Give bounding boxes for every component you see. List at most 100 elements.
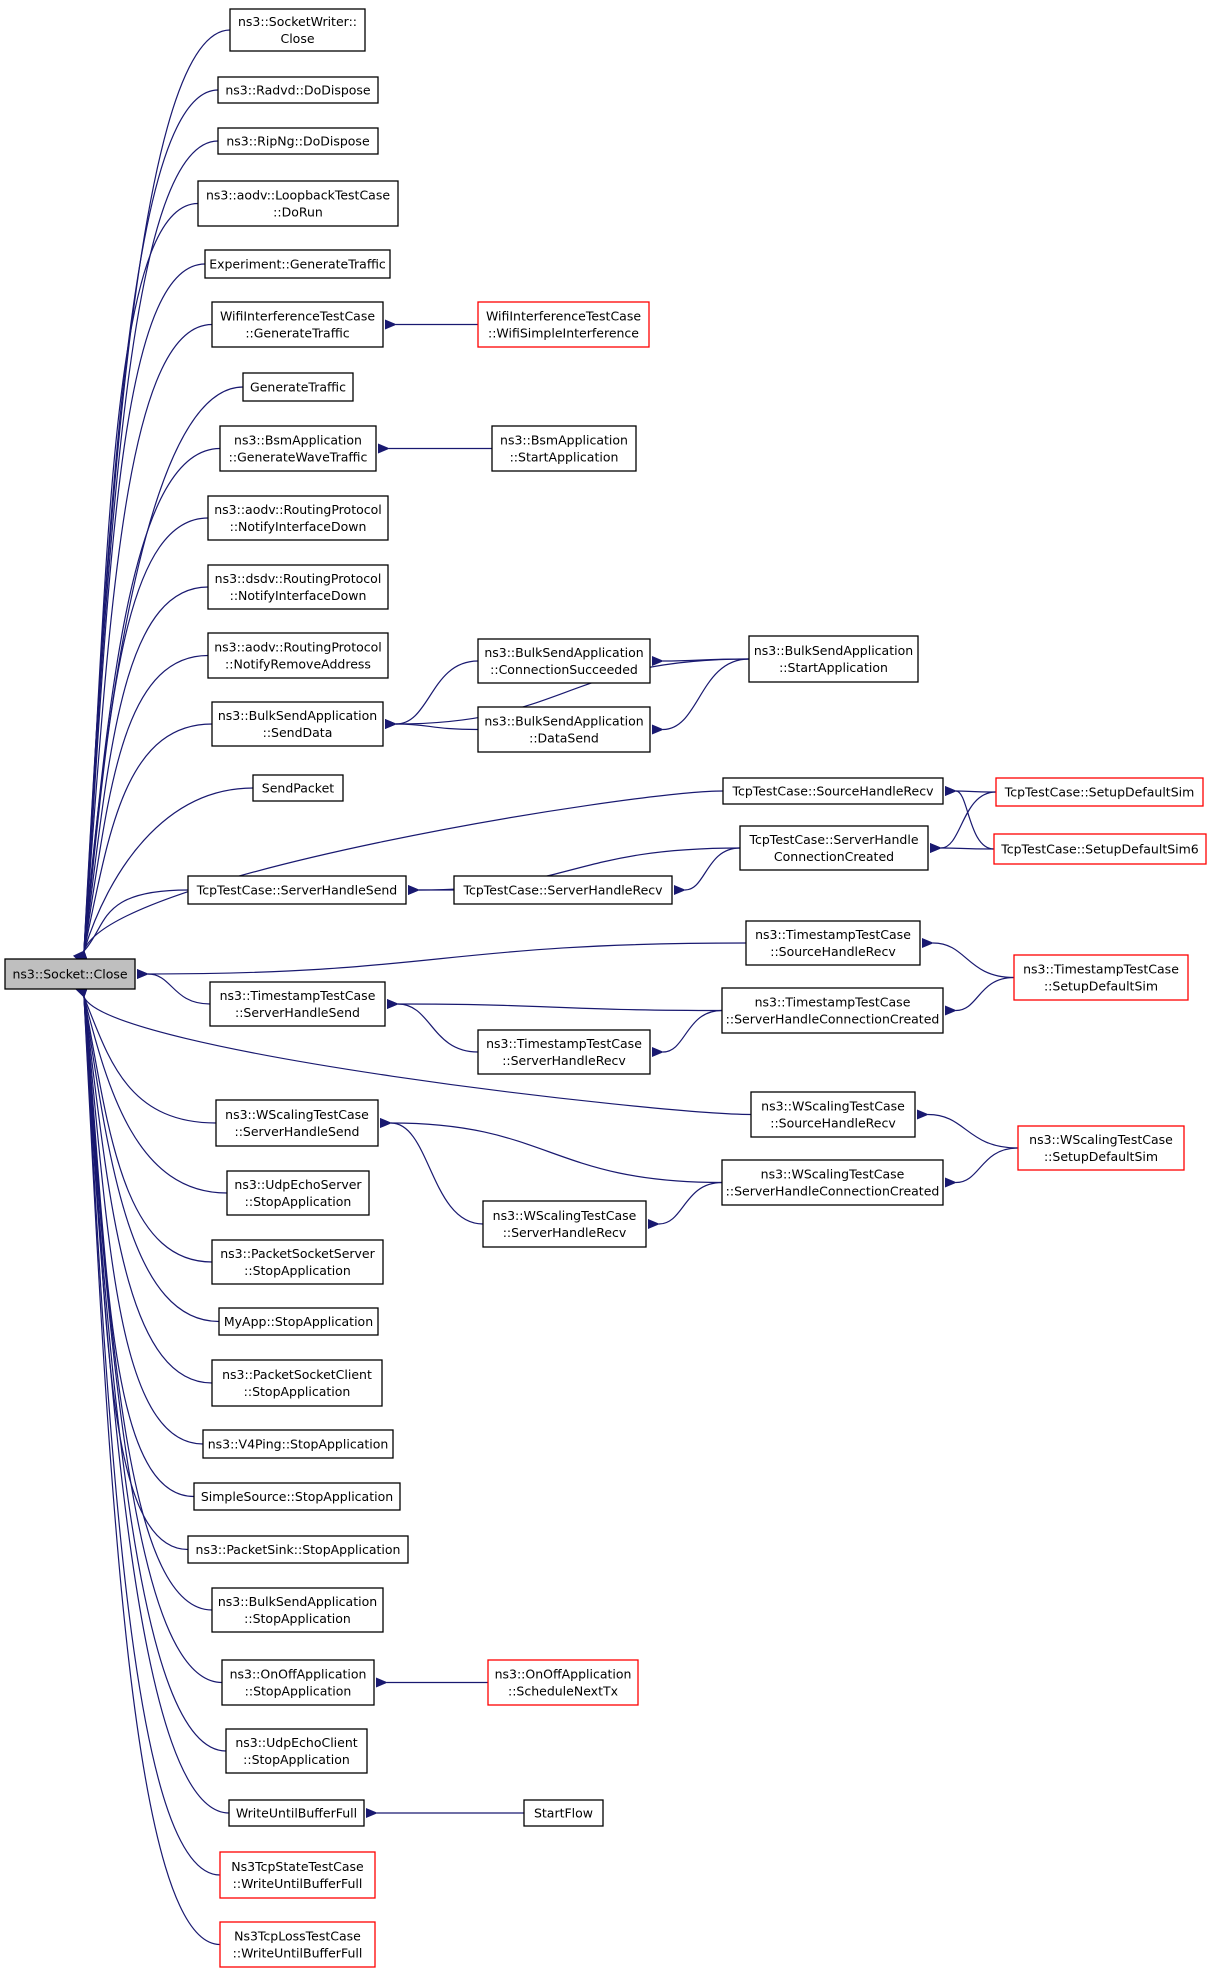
node-label: ns3::PacketSink::StopApplication — [196, 1542, 401, 1557]
edge-ts_srv_conn-to-ts_setup — [944, 976, 1015, 1016]
node-label: ns3::OnOffApplication — [495, 1667, 632, 1682]
node-onoff_stop[interactable]: ns3::OnOffApplication::StopApplication — [221, 1659, 375, 1706]
node-tcp_setup[interactable]: TcpTestCase::SetupDefaultSim — [995, 777, 1204, 807]
node-label: ::SetupDefaultSim — [1044, 1149, 1158, 1164]
node-label: ::DoRun — [273, 205, 323, 220]
node-dsdv_nid[interactable]: ns3::dsdv::RoutingProtocol::NotifyInterf… — [207, 564, 389, 610]
node-label: ::SourceHandleRecv — [770, 944, 896, 959]
node-wifi_simple[interactable]: WifiInterferenceTestCase::WifiSimpleInte… — [477, 301, 650, 348]
node-ws_setup[interactable]: ns3::WScalingTestCase::SetupDefaultSim — [1017, 1125, 1185, 1171]
node-ts_srv_send[interactable]: ns3::TimestampTestCase::ServerHandleSend — [209, 981, 386, 1027]
node-tcpstate_wubf[interactable]: Ns3TcpStateTestCase::WriteUntilBufferFul… — [219, 1851, 376, 1899]
node-ws_srv_recv[interactable]: ns3::WScalingTestCase::ServerHandleRecv — [482, 1200, 647, 1248]
node-gen_traffic[interactable]: GenerateTraffic — [242, 372, 354, 402]
node-ts_srv_recv[interactable]: ns3::TimestampTestCase::ServerHandleRecv — [477, 1029, 651, 1075]
node-label: ns3::WScalingTestCase — [1029, 1132, 1173, 1147]
edge-close-to-bulk_stop — [78, 985, 213, 1611]
node-bulk_start[interactable]: ns3::BulkSendApplication::StartApplicati… — [748, 635, 919, 683]
node-tcp_setup6[interactable]: TcpTestCase::SetupDefaultSim6 — [993, 833, 1207, 865]
edge-close-to-wifi_gen — [78, 323, 213, 963]
edge-close-to-ripng_dispose — [78, 140, 219, 963]
node-label: ::StopApplication — [244, 1384, 351, 1399]
node-tcp_srv_recv[interactable]: TcpTestCase::ServerHandleRecv — [453, 875, 673, 905]
node-aodv_nra[interactable]: ns3::aodv::RoutingProtocol::NotifyRemove… — [207, 632, 389, 679]
node-label: ::WifiSimpleInterference — [488, 326, 639, 341]
node-label: ns3::TimestampTestCase — [220, 988, 376, 1003]
node-ts_src_recv[interactable]: ns3::TimestampTestCase::SourceHandleRecv — [745, 920, 921, 966]
edge-close-to-psc_stop — [77, 985, 213, 1384]
node-label: ::ServerHandleConnectionCreated — [726, 1012, 940, 1027]
node-box — [211, 301, 384, 348]
node-bulk_datasend[interactable]: ns3::BulkSendApplication::DataSend — [477, 706, 651, 753]
node-bulk_connsucc[interactable]: ns3::BulkSendApplication::ConnectionSucc… — [477, 638, 651, 684]
node-label: ns3::WScalingTestCase — [761, 1099, 905, 1114]
node-label: ns3::WScalingTestCase — [493, 1208, 637, 1223]
node-layer: ns3::Socket::Close ns3::SocketWriter::Clo… — [4, 8, 1207, 1968]
edge-ws_srv_recv-to-ws_srv_conn — [647, 1181, 723, 1230]
node-ws_srv_conn[interactable]: ns3::WScalingTestCase::ServerHandleConne… — [721, 1159, 944, 1206]
node-onoff_sched[interactable]: ns3::OnOffApplication::ScheduleNextTx — [487, 1659, 639, 1706]
edge-close-to-ws_src_recv — [74, 984, 752, 1116]
node-label: Experiment::GenerateTraffic — [209, 257, 386, 272]
node-tcp_srv_send[interactable]: TcpTestCase::ServerHandleSend — [187, 875, 407, 905]
node-bsm_start[interactable]: ns3::BsmApplication::StartApplication — [491, 425, 637, 472]
edge-close-to-wubf — [78, 985, 230, 1814]
node-simplesrc_stop[interactable]: SimpleSource::StopApplication — [193, 1482, 401, 1511]
node-aodv_nid[interactable]: ns3::aodv::RoutingProtocol::NotifyInterf… — [207, 495, 389, 541]
edge-tcp_src_recv-to-tcp_setup — [944, 785, 997, 796]
node-label: ::ConnectionSucceeded — [490, 662, 638, 677]
node-bsm_gen[interactable]: ns3::BsmApplication::GenerateWaveTraffic — [219, 425, 377, 472]
edge-close-to-onoff_stop — [78, 985, 223, 1684]
node-label: ns3::aodv::RoutingProtocol — [214, 502, 382, 517]
node-box — [219, 1851, 376, 1899]
node-close[interactable]: ns3::Socket::Close — [4, 958, 136, 990]
node-tcp_srv_conn[interactable]: TcpTestCase::ServerHandleConnectionCreat… — [739, 825, 929, 871]
node-label: ns3::TimestampTestCase — [755, 995, 911, 1010]
node-udpecho_srv_stop[interactable]: ns3::UdpEchoServer::StopApplication — [226, 1170, 370, 1216]
node-ws_srv_send[interactable]: ns3::WScalingTestCase::ServerHandleSend — [215, 1099, 379, 1147]
node-label: WriteUntilBufferFull — [236, 1806, 357, 1821]
node-bulk_senddata[interactable]: ns3::BulkSendApplication::SendData — [211, 701, 384, 747]
node-myapp_stop[interactable]: MyApp::StopApplication — [218, 1307, 379, 1336]
edge-close-to-aodv_nra — [77, 654, 209, 963]
node-ts_srv_conn[interactable]: ns3::TimestampTestCase::ServerHandleConn… — [721, 987, 944, 1034]
edge-tcp_srv_recv-to-tcp_srv_conn — [673, 847, 741, 896]
node-label: ::ScheduleNextTx — [508, 1684, 618, 1699]
node-pss_stop[interactable]: ns3::PacketSocketServer::StopApplication — [211, 1239, 384, 1285]
node-sw_close[interactable]: ns3::SocketWriter::Close — [229, 8, 366, 52]
node-udpecho_cli_stop[interactable]: ns3::UdpEchoClient::StopApplication — [225, 1728, 368, 1774]
edge-close-to-simplesrc_stop — [77, 985, 195, 1498]
node-box — [477, 638, 651, 684]
node-bulk_stop[interactable]: ns3::BulkSendApplication::StopApplicatio… — [211, 1587, 384, 1633]
node-tcp_src_recv[interactable]: TcpTestCase::SourceHandleRecv — [722, 777, 944, 805]
node-label: ns3::WScalingTestCase — [225, 1107, 369, 1122]
node-ws_src_recv[interactable]: ns3::WScalingTestCase::SourceHandleRecv — [750, 1091, 916, 1138]
node-start_flow[interactable]: StartFlow — [523, 1799, 604, 1827]
node-ripng_dispose[interactable]: ns3::RipNg::DoDispose — [217, 127, 379, 155]
node-pktsink_stop[interactable]: ns3::PacketSink::StopApplication — [187, 1535, 409, 1564]
node-label: ns3::OnOffApplication — [230, 1667, 367, 1682]
node-exp_gen[interactable]: Experiment::GenerateTraffic — [204, 249, 391, 279]
node-label: ns3::SocketWriter:: — [238, 14, 357, 29]
node-tcploss_wubf[interactable]: Ns3TcpLossTestCase::WriteUntilBufferFull — [219, 1921, 376, 1968]
node-radvd_dispose[interactable]: ns3::Radvd::DoDispose — [217, 76, 379, 104]
node-box — [453, 875, 673, 905]
node-label: MyApp::StopApplication — [224, 1314, 373, 1329]
node-label: ns3::aodv::RoutingProtocol — [214, 640, 382, 655]
edge-close-to-aodv_loopback — [78, 202, 199, 963]
node-send_packet[interactable]: SendPacket — [252, 774, 344, 802]
node-wifi_gen[interactable]: WifiInterferenceTestCase::GenerateTraffi… — [211, 301, 384, 348]
node-box — [477, 301, 650, 348]
edge-tcp_srv_conn-to-tcp_setup6 — [929, 842, 995, 853]
node-box — [993, 833, 1207, 865]
node-v4ping_stop[interactable]: ns3::V4Ping::StopApplication — [202, 1429, 394, 1459]
node-label: TcpTestCase::SourceHandleRecv — [731, 784, 934, 799]
node-label: ::StopApplication — [245, 1684, 352, 1699]
node-box — [721, 1159, 944, 1206]
edge-close-to-bsm_gen — [77, 447, 221, 963]
node-label: ::NotifyRemoveAddress — [225, 657, 371, 672]
node-ts_setup[interactable]: ns3::TimestampTestCase::SetupDefaultSim — [1013, 954, 1189, 1001]
node-aodv_loopback[interactable]: ns3::aodv::LoopbackTestCase::DoRun — [197, 180, 399, 227]
node-psc_stop[interactable]: ns3::PacketSocketClient::StopApplication — [211, 1359, 383, 1407]
node-wubf[interactable]: WriteUntilBufferFull — [228, 1799, 365, 1827]
